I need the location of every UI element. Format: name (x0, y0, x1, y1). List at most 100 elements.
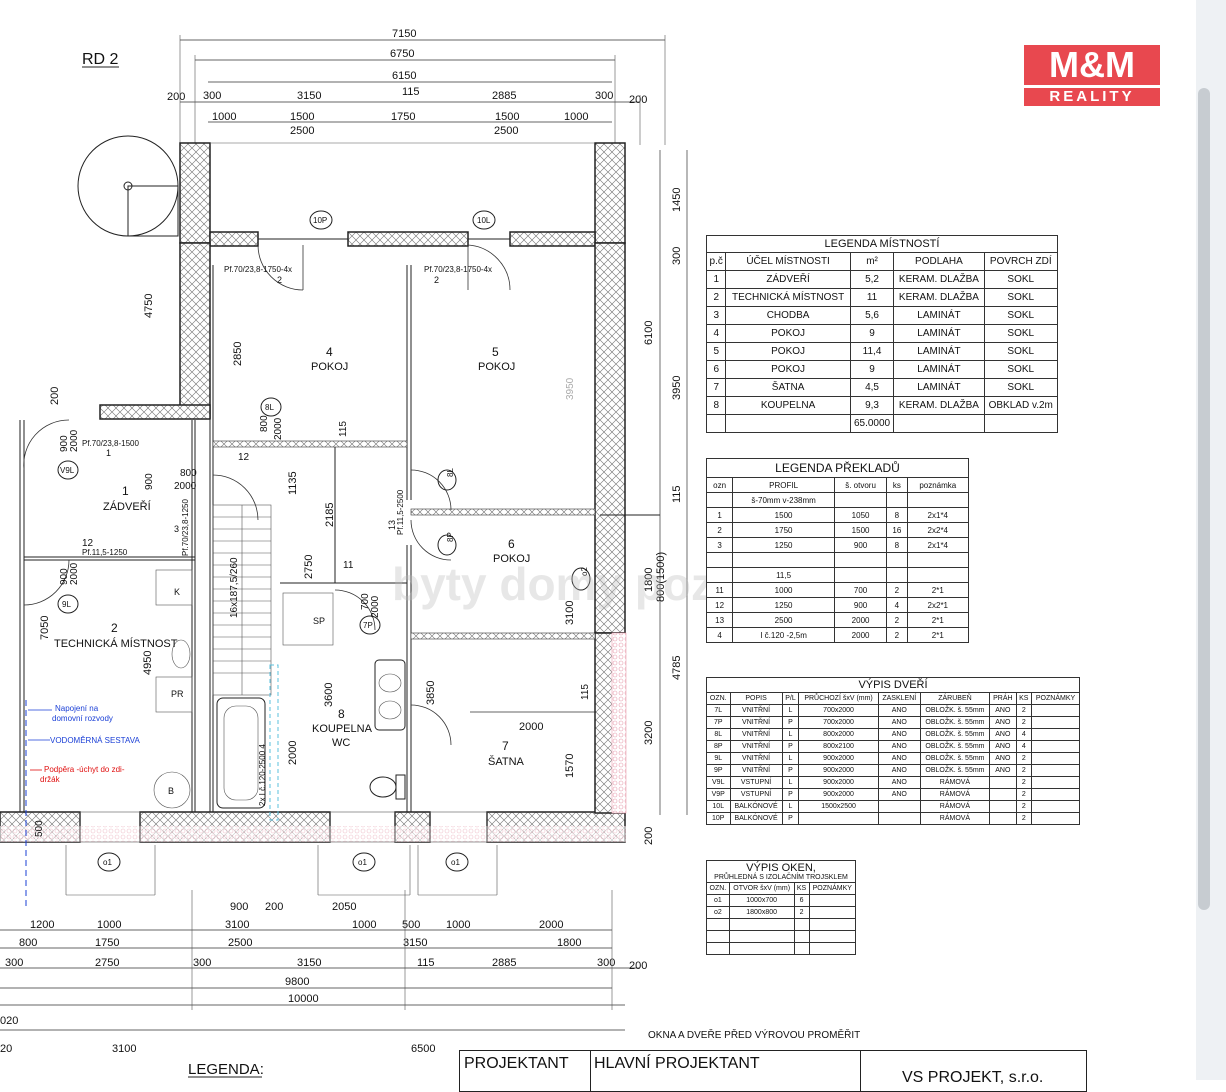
window-tag-o1-c: o1 (451, 858, 460, 867)
lintel-legend-cell: 900 (833, 597, 888, 613)
inner-dimensions: 4750 200 2850 800 2000 115 1135 2185 275… (34, 294, 596, 837)
room-legend-cell: TECHNICKÁ MÍSTNOST (725, 288, 851, 307)
window-legend-table: VÝPIS OKEN, PRŮHLEDNÁ S IZOLAČNÍM TROJSK… (706, 860, 857, 955)
room-legend-cell: 5,2 (849, 270, 895, 289)
bdim-10000: 10000 (288, 993, 319, 1005)
scrollbar-thumb[interactable] (1198, 88, 1210, 910)
door-legend-cell: 2 (1015, 788, 1033, 801)
door-tags: 10P 10L 8L V9L 9L 8L 8P 7P (57, 210, 496, 635)
window-tag-o1-b: o1 (358, 858, 367, 867)
door-legend-cell (989, 812, 1017, 825)
balcony-walls (179, 142, 626, 247)
dim-3950: 3950 (671, 376, 683, 400)
room-legend-cell: KOUPELNA (725, 396, 851, 415)
header-cell: š. otvoru (833, 477, 888, 493)
dim-3600: 3600 (323, 683, 335, 707)
door-tag-10l: 10L (477, 216, 491, 225)
room-legend-cell: 9,3 (849, 396, 895, 415)
header-cell: KS (793, 882, 810, 895)
dim-2000-d: 2000 (174, 481, 197, 492)
bdim-1800: 1800 (557, 937, 581, 949)
dim-200-left: 200 (167, 91, 185, 103)
window-legend-cell: 1800x800 (728, 906, 795, 919)
door-legend-cell: 800x2100 (798, 740, 879, 753)
lintel-label-b: Pf.70/23,8-1750-4x (424, 265, 492, 274)
lintel-legend-cell (732, 552, 835, 568)
door-legend-cell: RÁMOVÁ (919, 800, 991, 813)
header-cell: ks (886, 477, 908, 493)
door-legend-cell: ANO (877, 752, 921, 765)
room-legend-cell: SOKL (983, 306, 1059, 325)
lintel-legend-cell (906, 492, 970, 508)
lintel-num-12: 12 (238, 452, 250, 463)
dim-6100: 6100 (643, 321, 655, 345)
door-legend-cell: RÁMOVÁ (919, 776, 991, 789)
door-legend-cell: RÁMOVÁ (919, 812, 991, 825)
door-legend-cell: 700x2000 (798, 716, 879, 729)
window-tag-o1-a: o1 (103, 858, 112, 867)
right-dimensions: 1450 300 6100 3950 115 800(1500) 1800 47… (643, 150, 688, 845)
window-legend-cell: 1000x700 (728, 894, 795, 907)
door-legend-cell: OBLOŽK. š. 55mm (919, 752, 991, 765)
room-legend-cell (893, 414, 985, 433)
room-legend-cell: POKOJ (725, 324, 851, 343)
dim-2500-a: 2500 (290, 125, 314, 137)
lintel-legend-cell: 1750 (732, 522, 835, 538)
door-legend-cell (798, 812, 879, 825)
room-legend-cell: SOKL (983, 270, 1059, 289)
room-4-number: 4 (326, 345, 333, 359)
bdim-2885: 2885 (492, 957, 516, 969)
door-legend-cell (1031, 800, 1080, 813)
dim-2850: 2850 (232, 342, 244, 366)
window-legend-title: VÝPIS OKEN, (746, 862, 816, 874)
titleblock-company: VS PROJEKT, s.r.o. (902, 1069, 1044, 1086)
lintel-legend-cell: 11,5 (732, 567, 835, 583)
door-legend-cell: VNITŘNÍ (729, 728, 783, 741)
dim-6150: 6150 (392, 70, 416, 82)
door-legend-cell: 10L (706, 800, 731, 813)
top-dimensions: 7150 6750 6150 200 300 3150 115 2885 300… (167, 28, 666, 145)
door-legend-cell (1031, 812, 1080, 825)
door-legend-cell (1031, 752, 1080, 765)
door-legend-cell (1031, 776, 1080, 789)
room-7-number: 7 (502, 739, 509, 753)
lintel-legend-cell: 13 (705, 612, 734, 628)
header-cell: p.č (705, 252, 727, 271)
lintel-legend-cell: 8 (886, 537, 908, 553)
lintel-num-1: 1 (106, 448, 111, 458)
door-legend-cell: VSTUPNÍ (729, 788, 783, 801)
title-block: PROJEKTANT HLAVNÍ PROJEKTANT VS PROJEKT,… (459, 1050, 1087, 1092)
dim-3100: 3100 (564, 601, 576, 625)
dim-3950-inner: 3950 (565, 377, 576, 400)
dim-1750: 1750 (391, 111, 415, 123)
room-legend-cell: 3 (705, 306, 727, 325)
door-legend-cell: OBLOŽK. š. 55mm (919, 764, 991, 777)
logo-reality-text: REALITY (1024, 88, 1160, 106)
window-legend-row (706, 942, 857, 955)
titleblock-projektant: PROJEKTANT (464, 1055, 569, 1072)
dim-4785: 4785 (671, 656, 683, 680)
lintel-legend-cell: 2 (886, 582, 908, 598)
dim-3850: 3850 (425, 681, 437, 705)
room-8-name: KOUPELNA (312, 723, 373, 735)
room-legend-cell: 65.0000 (849, 414, 895, 433)
window-legend-cell (793, 942, 810, 955)
window-legend-row (706, 918, 857, 931)
lintel-legend-cell: 11 (705, 582, 734, 598)
bdim-2050: 2050 (332, 901, 356, 913)
dim-2500-b: 2500 (494, 125, 518, 137)
logo-mm-text: M&M (1024, 45, 1160, 85)
label-sp: SP (313, 616, 325, 626)
door-tag-9l: 9L (62, 600, 71, 609)
door-legend-cell: RÁMOVÁ (919, 788, 991, 801)
dim-1500-b: 1500 (495, 111, 519, 123)
bdim-20: 20 (0, 1043, 12, 1055)
door-legend-cell: ANO (989, 752, 1017, 765)
window-legend-cell: 2 (793, 906, 810, 919)
window-legend-header: OZN. OTVOR šxV (mm) KS POZNÁMKY (706, 882, 857, 895)
door-legend-cell: 4 (1015, 728, 1033, 741)
